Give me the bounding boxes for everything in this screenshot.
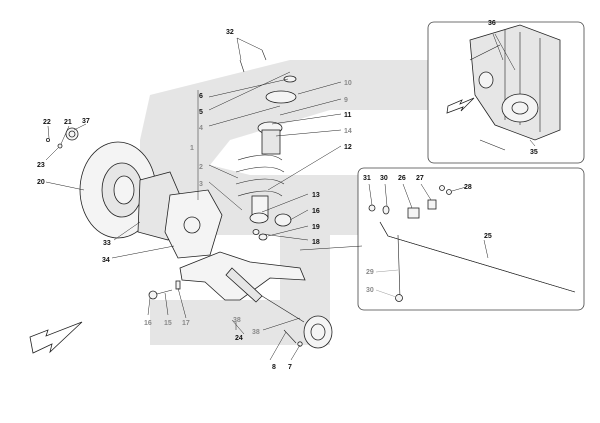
brake-disc <box>79 141 157 239</box>
watermark-logo <box>140 60 460 345</box>
label-11: 11 <box>344 112 352 119</box>
label-25: 25 <box>484 233 492 240</box>
label-14: 14 <box>344 128 352 135</box>
label-35: 35 <box>530 149 538 156</box>
label-20: 20 <box>37 179 45 186</box>
lower-arm <box>179 251 306 301</box>
label-7: 7 <box>288 364 292 371</box>
label-21: 21 <box>64 119 72 126</box>
label-13: 13 <box>312 192 320 199</box>
part-labels: 32 6 5 4 1 2 3 10 9 11 14 12 13 16 19 18… <box>37 20 538 371</box>
leader-lines <box>45 37 489 361</box>
label-19: 19 <box>312 224 320 231</box>
label-23: 23 <box>37 162 45 169</box>
label-16-right: 16 <box>312 208 320 215</box>
label-37: 37 <box>82 118 90 125</box>
label-30-bottom: 30 <box>366 287 374 294</box>
label-17: 17 <box>182 320 190 327</box>
label-30-top: 30 <box>380 175 388 182</box>
label-26: 26 <box>398 175 406 182</box>
label-3: 3 <box>199 181 203 188</box>
label-27: 27 <box>416 175 424 182</box>
label-36: 36 <box>488 20 496 27</box>
hub-carrier <box>137 171 223 259</box>
label-33: 33 <box>103 240 111 247</box>
direction-arrow-icon <box>29 321 83 354</box>
spring-damper <box>235 75 297 224</box>
label-12: 12 <box>344 144 352 151</box>
label-16-left: 16 <box>144 320 152 327</box>
label-10: 10 <box>344 80 352 87</box>
label-22: 22 <box>43 119 51 126</box>
label-8: 8 <box>272 364 276 371</box>
inset-direction-arrow <box>446 97 475 114</box>
stabilizer-bar-panel <box>357 167 585 311</box>
inset-subframe-panel <box>427 21 585 164</box>
label-32: 32 <box>226 29 234 36</box>
label-38-right: 38 <box>252 329 260 336</box>
label-5: 5 <box>199 109 203 116</box>
label-31: 31 <box>363 175 371 182</box>
label-38-left: 38 <box>233 317 241 324</box>
label-29: 29 <box>366 269 374 276</box>
label-4: 4 <box>199 125 203 132</box>
label-9: 9 <box>344 97 348 104</box>
label-1: 1 <box>190 145 194 152</box>
label-2: 2 <box>199 164 203 171</box>
bushings <box>252 213 292 241</box>
drive-shaft <box>225 267 333 349</box>
label-6: 6 <box>199 93 203 100</box>
label-15: 15 <box>164 320 172 327</box>
label-34: 34 <box>102 257 110 264</box>
bolts <box>46 49 303 347</box>
label-28: 28 <box>464 184 472 191</box>
label-24: 24 <box>235 335 243 342</box>
label-18: 18 <box>312 239 320 246</box>
